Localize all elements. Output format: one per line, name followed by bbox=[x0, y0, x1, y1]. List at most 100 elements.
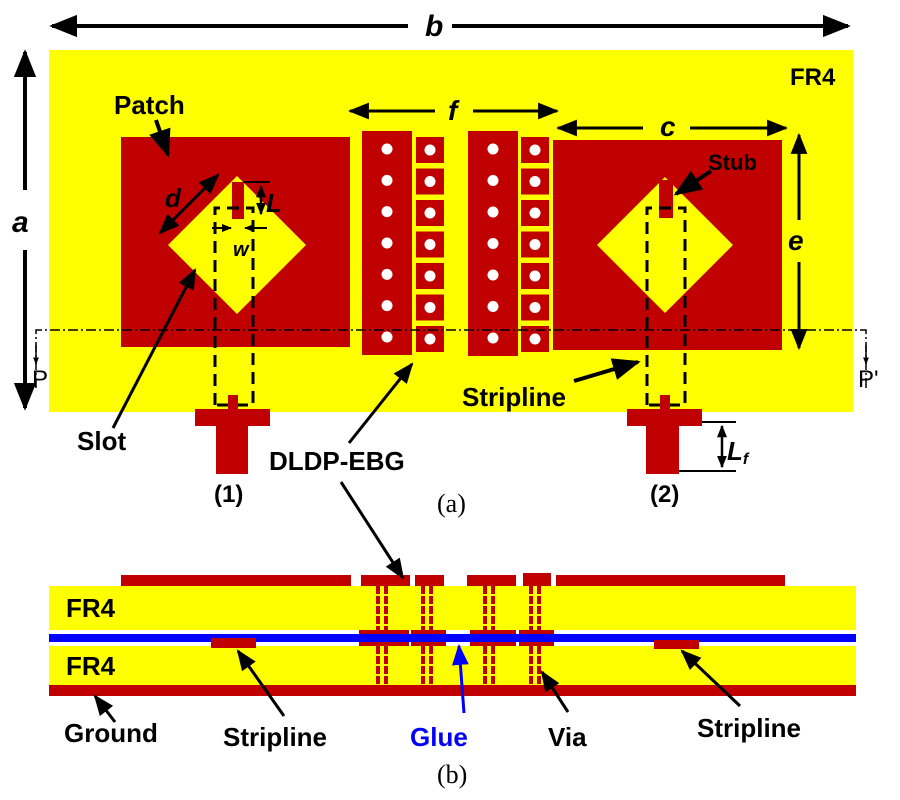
stripline-left-callout-label: Stripline bbox=[223, 722, 327, 752]
dldp-ebg-cross-arrow bbox=[339, 481, 405, 580]
top-copper-patch-1 bbox=[121, 575, 351, 586]
ebg-strip-via bbox=[381, 237, 393, 249]
ebg-strip-via bbox=[381, 268, 393, 280]
dimension-lf-main: L bbox=[727, 436, 743, 466]
dimension-e-label: e bbox=[788, 225, 804, 256]
ebg-cell-via bbox=[424, 144, 436, 156]
ebg-strip-via bbox=[487, 269, 499, 281]
section-marker-p-prime: P' bbox=[858, 366, 879, 393]
stripline-callout-arrow bbox=[573, 358, 641, 383]
glue-callout-arrow bbox=[452, 643, 469, 714]
feed-port-2-tab bbox=[660, 395, 670, 409]
ebg-strip-via bbox=[487, 332, 499, 344]
ebg-cell-via bbox=[424, 302, 436, 313]
dimension-lf-label: Lf bbox=[727, 436, 750, 468]
patch-1 bbox=[121, 137, 350, 407]
top-copper-ebg-2 bbox=[415, 575, 444, 586]
ebg-strip-via bbox=[487, 143, 499, 155]
dimension-f-label: f bbox=[448, 95, 460, 126]
stub-callout-label: Stub bbox=[708, 150, 757, 175]
ebg-strip-via bbox=[487, 175, 499, 186]
top-copper-ebg-1 bbox=[361, 575, 410, 586]
slot-callout-label: Slot bbox=[77, 426, 126, 456]
ebg-cell-via bbox=[529, 270, 541, 282]
stub-2 bbox=[659, 180, 673, 218]
stripline-cross-section-1 bbox=[211, 638, 256, 648]
ebg-cell-via bbox=[424, 207, 436, 219]
ground-plane bbox=[49, 685, 856, 696]
figure-b-cross-section: FR4 FR4 Ground Stripline Glue Via Stripl… bbox=[49, 481, 856, 789]
ebg-strip-via bbox=[381, 206, 393, 218]
fr4-layer-lower bbox=[49, 646, 856, 685]
slot-callout-arrow bbox=[111, 268, 197, 429]
dimension-d-label: d bbox=[165, 183, 182, 213]
glue-layer bbox=[49, 634, 856, 642]
dimension-a-label: a bbox=[12, 206, 29, 239]
ebg-strip-via bbox=[381, 174, 393, 186]
fr4-label: FR4 bbox=[790, 64, 836, 91]
via-callout-arrow bbox=[540, 670, 570, 713]
vias-cross-section bbox=[376, 586, 541, 685]
ebg-cell-via bbox=[529, 207, 541, 219]
ground-callout-label: Ground bbox=[64, 718, 158, 748]
stripline-2-outline bbox=[645, 206, 687, 407]
dldp-ebg-structure bbox=[362, 131, 549, 356]
ebg-strip-via bbox=[381, 143, 393, 155]
glue-callout-label: Glue bbox=[410, 722, 468, 752]
ebg-cell-via bbox=[529, 144, 541, 156]
dimension-L-label: L bbox=[266, 188, 282, 218]
ebg-cell-via bbox=[529, 302, 541, 313]
ground-callout-arrow bbox=[93, 694, 117, 723]
top-copper-ebg-3 bbox=[467, 575, 516, 586]
section-marker-p: P bbox=[32, 366, 48, 393]
stripline-right-callout-arrow bbox=[680, 649, 742, 708]
feed-port-2-line bbox=[646, 409, 679, 474]
figure-b-caption: (b) bbox=[437, 760, 467, 789]
port-1-label: (1) bbox=[214, 481, 243, 508]
stripline-cross-section-2 bbox=[654, 640, 699, 649]
ebg-cell-via bbox=[529, 239, 541, 250]
fr4-layer-upper-label: FR4 bbox=[66, 593, 116, 623]
ebg-cell-via bbox=[424, 239, 436, 250]
fr4-layer-upper bbox=[49, 586, 856, 630]
dimension-c-label: c bbox=[660, 111, 676, 142]
figure-a-caption: (a) bbox=[437, 489, 466, 518]
stripline-callout-label: Stripline bbox=[462, 382, 566, 412]
ebg-strip-via bbox=[487, 238, 499, 249]
dimension-b-label: b bbox=[425, 10, 443, 43]
fr4-layer-lower-label: FR4 bbox=[66, 651, 116, 681]
ebg-strip-via bbox=[487, 206, 499, 218]
dimension-d-arrow bbox=[158, 173, 220, 235]
top-copper-patch-2 bbox=[556, 575, 785, 586]
port-2-label: (2) bbox=[650, 481, 679, 508]
ebg-cell-via bbox=[424, 333, 436, 345]
ebg-cell-via bbox=[529, 333, 541, 345]
feed-port-1-tab bbox=[228, 395, 238, 409]
ebg-strip-via bbox=[381, 331, 393, 343]
ebg-cell-via bbox=[529, 176, 541, 187]
figure-a-top-view: b a FR4 f c bbox=[12, 10, 879, 518]
top-copper-ebg-4 bbox=[523, 573, 551, 586]
stub-1 bbox=[232, 182, 244, 219]
patch-callout-arrow bbox=[149, 119, 171, 158]
section-line-p bbox=[35, 329, 867, 388]
dimension-w-label: w bbox=[233, 239, 250, 261]
stub-callout-arrow bbox=[673, 169, 713, 196]
feed-port-1-line bbox=[216, 409, 248, 474]
ebg-cell-via bbox=[424, 176, 436, 187]
feed-port-1 bbox=[195, 395, 270, 474]
feed-port-2 bbox=[627, 395, 702, 474]
stripline-1-outline bbox=[213, 206, 255, 407]
dldp-ebg-callout-label: DLDP-EBG bbox=[269, 446, 405, 476]
stripline-left-callout-arrow bbox=[236, 649, 286, 717]
patch-2 bbox=[553, 140, 782, 407]
via-callout-label: Via bbox=[548, 722, 587, 752]
stripline-right-callout-label: Stripline bbox=[697, 713, 801, 743]
dldp-ebg-callout-arrow bbox=[347, 362, 414, 444]
slot-2 bbox=[597, 177, 733, 313]
patch-callout-label: Patch bbox=[114, 90, 185, 120]
ebg-strip-via bbox=[487, 301, 499, 312]
ebg-cell-via bbox=[424, 270, 436, 282]
dimension-lf-subscript: f bbox=[743, 451, 750, 468]
